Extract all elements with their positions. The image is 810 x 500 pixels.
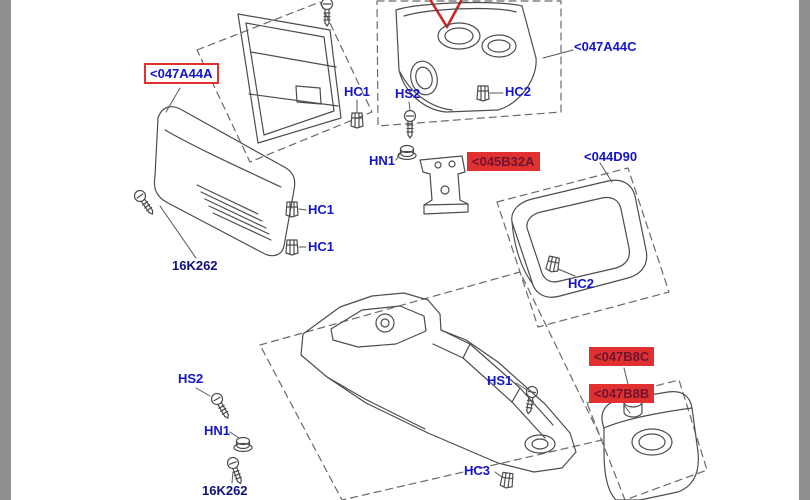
clip-label-hc1-top[interactable]: HC1: [344, 84, 371, 99]
part-label-045B32A[interactable]: <045B32A: [467, 152, 540, 171]
console-top-plate-drawing: [396, 3, 536, 112]
screw-label-hs1[interactable]: HS1: [487, 373, 513, 388]
dashed-group-boxes: [197, 1, 707, 500]
armrest-lid-drawing: [512, 180, 647, 297]
nut-label-hn1-bottom[interactable]: HN1: [204, 423, 231, 438]
nut-label-hn1-top[interactable]: HN1: [369, 153, 396, 168]
screw-label-hs2-bottom[interactable]: HS2: [178, 371, 204, 386]
part-label-044D90[interactable]: <044D90: [584, 149, 638, 164]
part-label-16K262-bottom[interactable]: 16K262: [202, 483, 248, 498]
clip-label-hc3[interactable]: HC3: [464, 463, 491, 478]
door-trim-panel-drawing: [238, 0, 341, 143]
console-body-drawing: [301, 293, 576, 472]
red-pointer-marker: [431, 1, 461, 27]
fastener-drawings: [208, 85, 561, 490]
part-label-047B8B[interactable]: <047B8B: [589, 384, 655, 403]
leader-lines: [160, 50, 631, 483]
part-label-047B8C[interactable]: <047B8C: [589, 347, 655, 366]
clip-label-hc1-mid-lower[interactable]: HC1: [308, 239, 335, 254]
rear-console-drawing: [602, 392, 698, 500]
left-gutter: [0, 0, 11, 500]
clip-label-hc2-top[interactable]: HC2: [505, 84, 532, 99]
part-label-047A44C[interactable]: <047A44C: [574, 39, 637, 54]
clip-label-hc2-right[interactable]: HC2: [568, 276, 595, 291]
mounting-bracket-drawing: [420, 156, 468, 214]
right-gutter: [799, 0, 810, 500]
part-label-047A44A[interactable]: <047A44A: [144, 63, 219, 84]
part-label-16K262-top[interactable]: 16K262: [172, 258, 218, 273]
clip-label-hc1-mid-upper[interactable]: HC1: [308, 202, 335, 217]
side-finish-panel-drawing: [131, 107, 294, 256]
screw-label-hs2-top[interactable]: HS2: [395, 86, 421, 101]
